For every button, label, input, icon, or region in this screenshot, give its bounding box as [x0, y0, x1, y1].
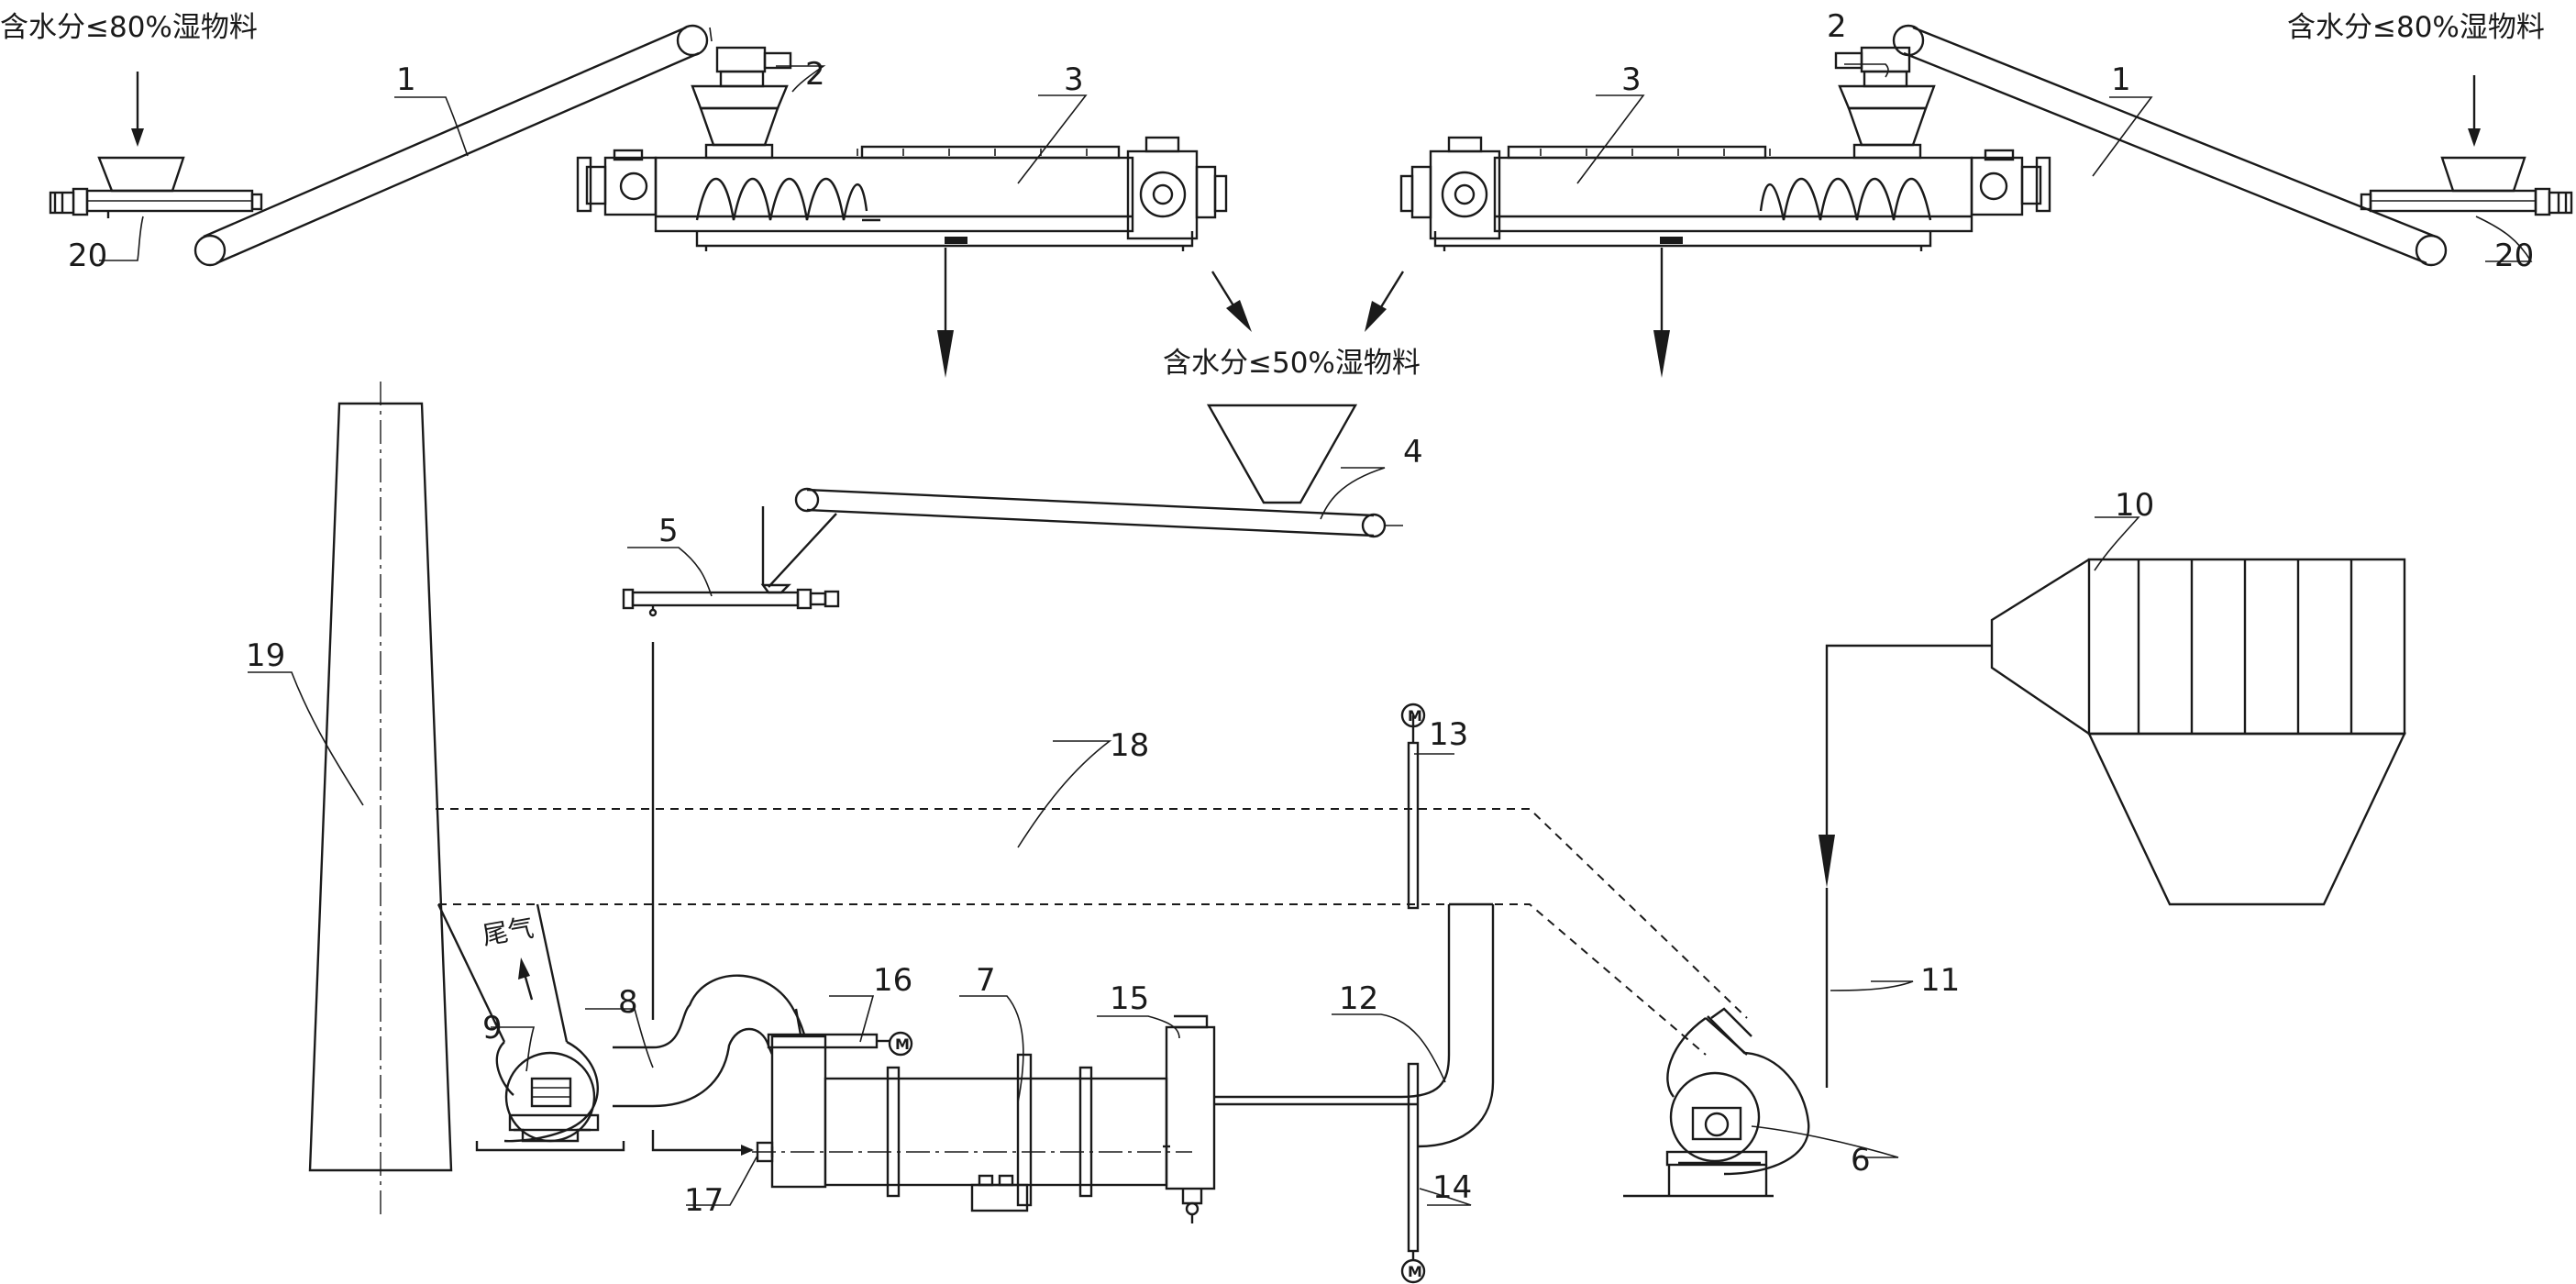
label-7: 7 — [976, 962, 996, 999]
arrow-exhaust — [518, 957, 534, 1001]
leader-lines — [99, 63, 2533, 1206]
note-middle: 含水分≤50%湿物料 — [1163, 347, 1421, 380]
arrow-feed-left — [131, 72, 144, 147]
label-6: 6 — [1851, 1142, 1871, 1179]
burner-17 — [756, 1141, 774, 1163]
damper-14 — [1400, 1062, 1426, 1284]
belt-conveyor-1-left — [193, 24, 713, 267]
label-5: 5 — [658, 513, 679, 549]
label-18: 18 — [1110, 727, 1149, 764]
screw-feeder-20-right — [2360, 156, 2573, 216]
label-3-right: 3 — [1621, 61, 1642, 98]
label-15: 15 — [1110, 980, 1149, 1017]
label-19: 19 — [246, 637, 285, 674]
main-fan-6 — [1623, 1007, 1810, 1198]
belt-conveyor-1-right — [1892, 24, 2448, 267]
rotary-dryer-7 — [752, 1014, 1216, 1223]
label-3-left: 3 — [1064, 61, 1084, 98]
label-2-left: 2 — [805, 56, 825, 93]
label-4: 4 — [1403, 434, 1423, 470]
label-17: 17 — [684, 1182, 724, 1219]
label-8: 8 — [618, 984, 638, 1021]
arrow-feed-right — [2468, 75, 2481, 147]
feed-screw-16 — [767, 1031, 913, 1057]
label-9: 9 — [482, 1010, 503, 1046]
motor-16-label: M — [895, 1035, 910, 1053]
label-10: 10 — [2115, 487, 2154, 524]
label-11: 11 — [1920, 962, 1960, 999]
motor-14-label: M — [1408, 1263, 1422, 1280]
chute-5-to-dryer — [651, 642, 754, 1156]
arrow-press-right-diagonal — [1365, 271, 1405, 332]
note-feed-right: 含水分≤80%湿物料 — [2287, 11, 2545, 44]
label-16: 16 — [873, 962, 912, 999]
arrow-press-right-down — [1653, 248, 1670, 378]
screw-feeder-20-left — [49, 156, 263, 218]
chimney-19 — [308, 382, 453, 1216]
screw-conveyor-5 — [622, 506, 840, 617]
hopper-conveyor-4 — [794, 404, 1403, 538]
pipe-11 — [1819, 644, 1992, 1088]
label-1-left: 1 — [396, 61, 416, 98]
bag-filter-10 — [1990, 558, 2406, 906]
label-20-right: 20 — [2494, 238, 2534, 274]
screw-press-3-right — [1399, 46, 2051, 251]
dashed-duct-18 — [436, 808, 1748, 1056]
motor-13-label: M — [1408, 707, 1422, 725]
note-exhaust: 尾气 — [480, 913, 536, 951]
label-12: 12 — [1339, 980, 1378, 1017]
label-13: 13 — [1429, 716, 1468, 753]
label-14: 14 — [1432, 1169, 1472, 1206]
note-feed-left: 含水分≤80%湿物料 — [0, 11, 258, 44]
induced-fan-9 — [437, 903, 625, 1152]
duct-12 — [1214, 902, 1495, 1148]
label-20-left: 20 — [68, 238, 107, 274]
label-2-right: 2 — [1827, 8, 1847, 45]
label-1-right: 1 — [2111, 61, 2131, 98]
arrow-press-left-down — [937, 248, 954, 378]
screw-press-3-left — [576, 46, 1228, 251]
arrow-press-left-diagonal — [1211, 271, 1252, 332]
damper-13 — [1400, 703, 1426, 910]
